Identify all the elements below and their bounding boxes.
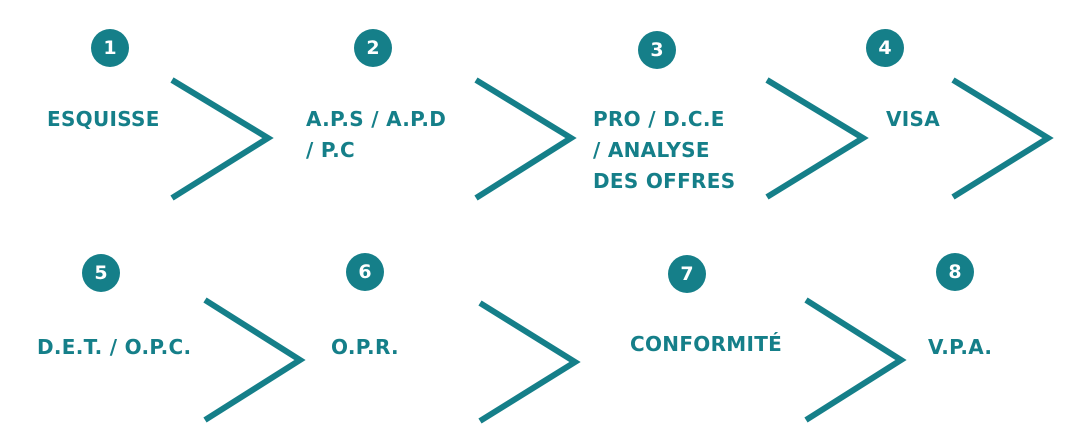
step-number-4: 4 [866,29,904,67]
step-label-2: A.P.S / A.P.D / P.C [306,107,447,162]
step-label-4: VISA [886,107,941,131]
chevron-icon [765,77,869,200]
step-number-6: 6 [346,253,384,291]
chevron-icon [804,297,907,423]
step-label-6: O.P.R. [331,335,399,359]
step-number-8: 8 [936,253,974,291]
step-label-1: ESQUISSE [47,107,160,131]
step-number-2: 2 [354,29,392,67]
chevron-icon [203,297,306,423]
step-label-3: PRO / D.C.E / ANALYSE DES OFFRES [593,107,736,193]
chevron-icon [170,77,274,201]
chevron-icon [951,77,1054,200]
step-number-1: 1 [91,29,129,67]
step-label-7: CONFORMITÉ [630,332,783,356]
chevron-icon [474,77,577,201]
step-label-8: V.P.A. [928,335,993,359]
step-number-5: 5 [82,254,120,292]
step-number-7: 7 [668,255,706,293]
step-number-3: 3 [638,31,676,69]
step-label-5: D.E.T. / O.P.C. [37,335,192,359]
chevron-icon [478,300,581,424]
